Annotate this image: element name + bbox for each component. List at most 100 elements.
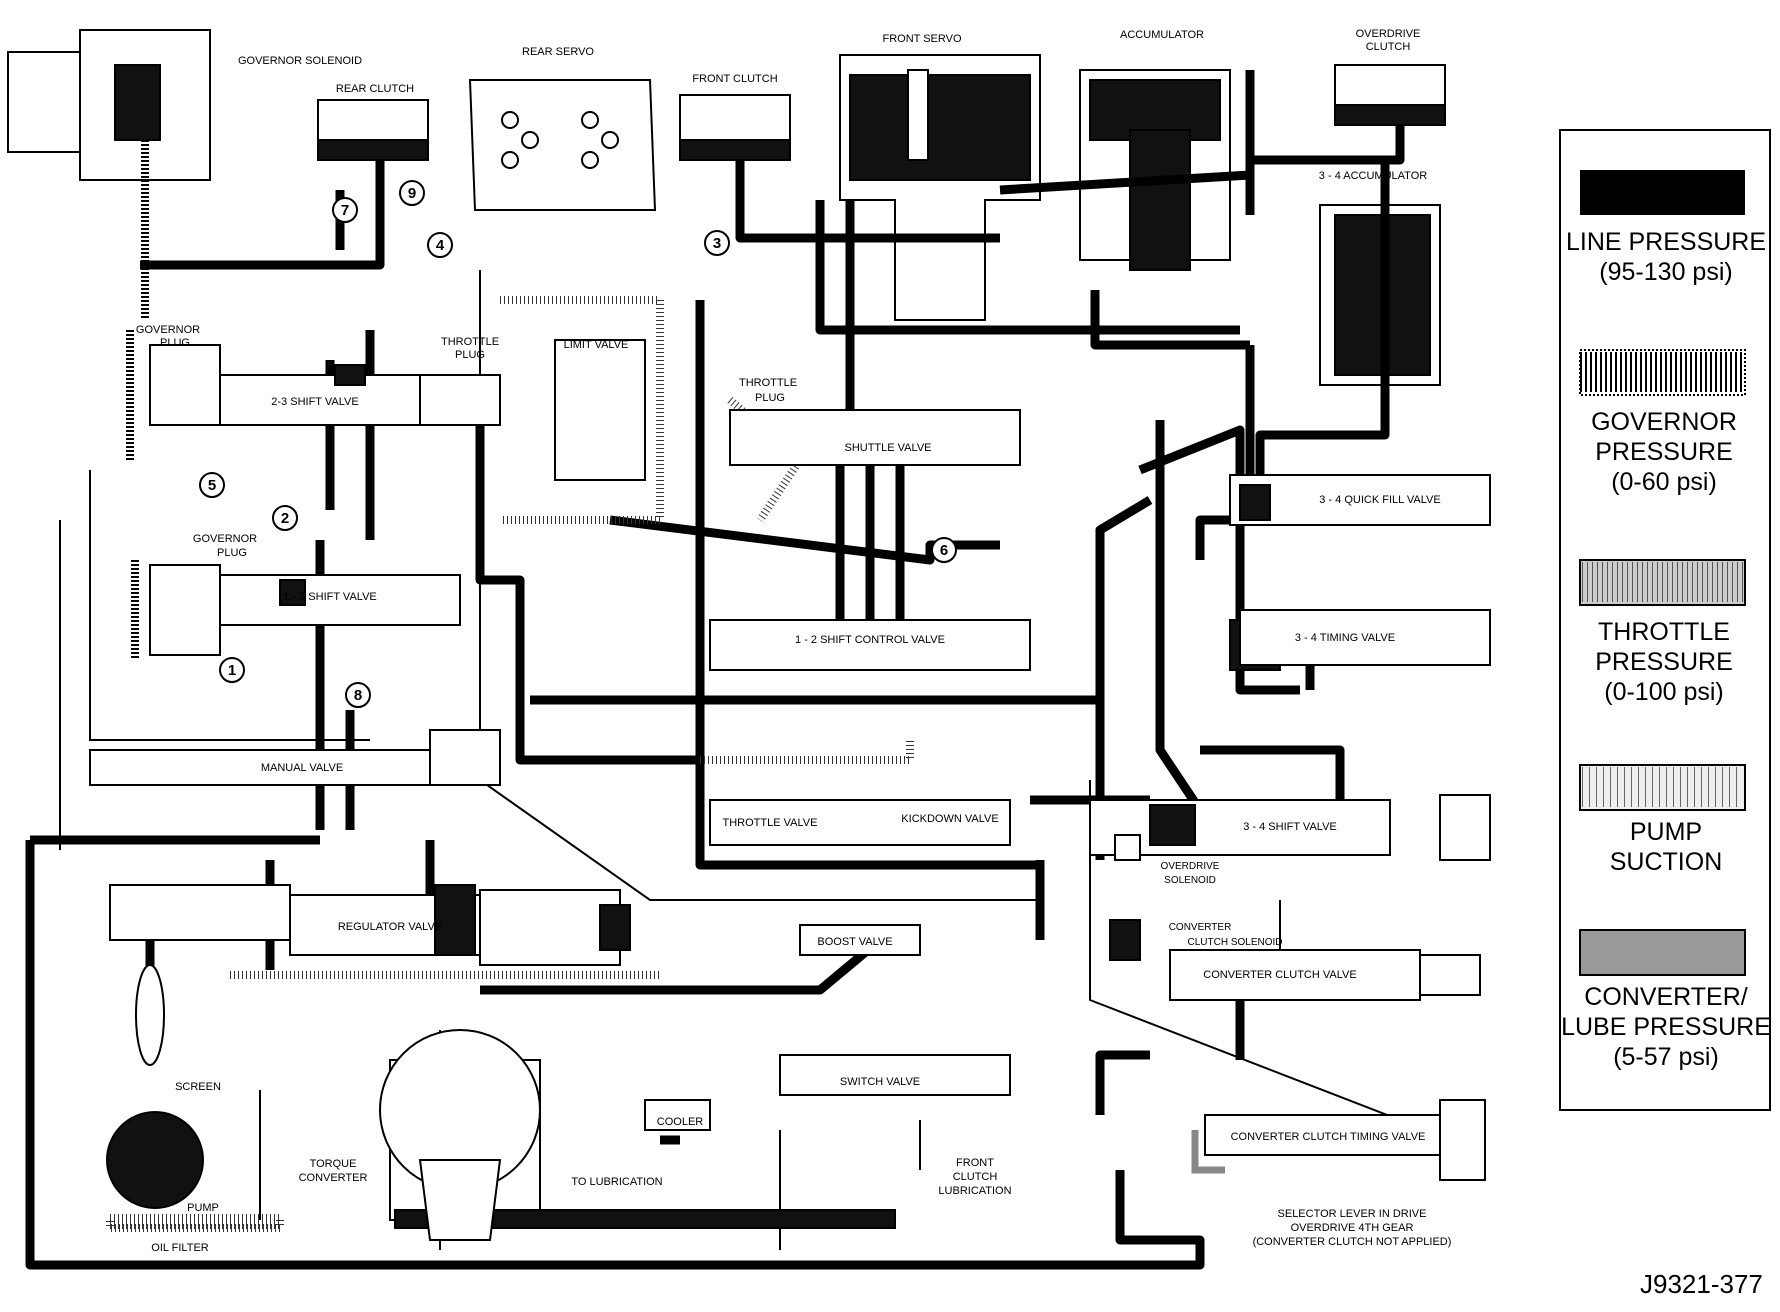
label-shift-control-valve-12: 1 - 2 SHIFT CONTROL VALVE: [795, 634, 945, 646]
svg-text:7: 7: [341, 202, 349, 219]
svg-text:2: 2: [281, 510, 289, 527]
circuit-number-4: 4: [427, 232, 453, 258]
label-governor-plug-upper-2: PLUG: [160, 337, 190, 349]
label-converter-clutch-timing-valve: CONVERTER CLUTCH TIMING VALVE: [1231, 1131, 1426, 1143]
valve-bodies: [89, 339, 1491, 1181]
label-cooler: COOLER: [657, 1116, 704, 1128]
legend-converter-lube-2: LUBE PRESSURE: [1561, 1013, 1771, 1041]
label-timing-valve-34: 3 - 4 TIMING VALVE: [1295, 632, 1395, 644]
legend-governor-pressure-1: GOVERNOR: [1591, 408, 1737, 436]
circuit-number-2: 2: [272, 505, 298, 531]
circuit-number-9: 9: [399, 180, 425, 206]
overdrive-clutch: [1334, 64, 1446, 126]
front-clutch: [679, 94, 791, 161]
label-front-clutch: FRONT CLUTCH: [692, 73, 777, 85]
label-overdrive-clutch-1: OVERDRIVE: [1356, 28, 1421, 40]
label-governor-plug-upper-1: GOVERNOR: [136, 324, 200, 336]
label-governor-plug-lower-1: GOVERNOR: [193, 533, 257, 545]
label-throttle-plug-upper-2: PLUG: [455, 349, 485, 361]
label-kickdown-valve: KICKDOWN VALVE: [901, 813, 998, 825]
label-shift-valve-12: 1 - 2 SHIFT VALVE: [283, 591, 377, 603]
label-overdrive-solenoid-2: SOLENOID: [1164, 875, 1216, 886]
label-front-clutch-lubrication-3: LUBRICATION: [938, 1185, 1011, 1197]
legend-throttle-pressure-3: (0-100 psi): [1604, 678, 1724, 706]
legend-pump-suction-1: PUMP: [1630, 818, 1702, 846]
legend: LINE PRESSURE (95-130 psi) GOVERNOR PRES…: [1559, 129, 1771, 1111]
label-regulator-valve: REGULATOR VALVE: [338, 921, 442, 933]
caption-line-1: SELECTOR LEVER IN DRIVE: [1278, 1208, 1427, 1220]
label-shift-valve-34: 3 - 4 SHIFT VALVE: [1243, 821, 1337, 833]
label-throttle-valve: THROTTLE VALVE: [723, 817, 818, 829]
label-switch-valve: SWITCH VALVE: [840, 1076, 920, 1088]
legend-swatch-converter-lube: [1579, 929, 1746, 976]
caption-line-3: (CONVERTER CLUTCH NOT APPLIED): [1253, 1236, 1452, 1248]
legend-pump-suction-2: SUCTION: [1610, 848, 1723, 876]
label-accumulator-34: 3 - 4 ACCUMULATOR: [1319, 170, 1427, 182]
rear-clutch: [317, 99, 429, 161]
caption-line-2: OVERDRIVE 4TH GEAR: [1291, 1222, 1414, 1234]
label-rear-servo: REAR SERVO: [522, 46, 594, 58]
circuit-number-1: 1: [219, 657, 245, 683]
pump-assembly: [106, 964, 284, 1232]
label-overdrive-solenoid-1: OVERDRIVE: [1161, 861, 1220, 872]
accumulator: [1079, 69, 1231, 271]
label-shift-valve-23: 2-3 SHIFT VALVE: [271, 396, 358, 408]
circuit-number-6: 6: [931, 537, 957, 563]
svg-text:3: 3: [713, 235, 721, 252]
figure-id: J9321-377: [1640, 1269, 1763, 1299]
legend-line-pressure-1: LINE PRESSURE: [1566, 228, 1766, 256]
label-pump: PUMP: [187, 1202, 219, 1214]
label-torque-converter-2: CONVERTER: [299, 1172, 368, 1184]
label-throttle-plug-mid-1: THROTTLE: [739, 377, 797, 389]
label-overdrive-clutch-2: CLUTCH: [1366, 41, 1411, 53]
label-boost-valve: BOOST VALVE: [817, 936, 892, 948]
circuit-number-8: 8: [345, 682, 371, 708]
legend-governor-pressure-2: PRESSURE: [1595, 438, 1733, 466]
label-rear-clutch: REAR CLUTCH: [336, 83, 414, 95]
legend-throttle-pressure-1: THROTTLE: [1598, 618, 1730, 646]
legend-converter-lube-3: (5-57 psi): [1613, 1043, 1719, 1071]
label-torque-converter-1: TORQUE: [310, 1158, 357, 1170]
circuit-number-5: 5: [199, 472, 225, 498]
legend-line-pressure-2: (95-130 psi): [1599, 258, 1732, 286]
component-labels: GOVERNOR SOLENOID REAR SERVO REAR CLUTCH…: [136, 28, 1441, 1254]
label-governor-solenoid: GOVERNOR SOLENOID: [238, 55, 362, 67]
diagram-caption: SELECTOR LEVER IN DRIVE OVERDRIVE 4TH GE…: [1253, 1208, 1452, 1248]
circuit-number-7: 7: [332, 197, 358, 223]
label-screen: SCREEN: [175, 1081, 221, 1093]
svg-text:5: 5: [208, 477, 216, 494]
circuit-number-3: 3: [704, 230, 730, 256]
legend-governor-pressure-3: (0-60 psi): [1611, 468, 1717, 496]
label-throttle-plug-mid-2: PLUG: [755, 392, 785, 404]
label-governor-plug-lower-2: PLUG: [217, 547, 247, 559]
circuit-numbers: 1 2 3 4 5 6 7 8 9: [199, 180, 957, 708]
legend-converter-lube-1: CONVERTER/: [1584, 983, 1748, 1011]
label-converter-clutch-solenoid-2: CLUTCH SOLENOID: [1187, 937, 1282, 948]
label-accumulator: ACCUMULATOR: [1120, 29, 1204, 41]
label-converter-clutch-solenoid-1: CONVERTER: [1169, 922, 1232, 933]
label-front-clutch-lubrication-1: FRONT: [956, 1157, 994, 1169]
label-front-servo: FRONT SERVO: [882, 33, 961, 45]
governor-assembly: [7, 29, 211, 320]
label-quick-fill-valve: 3 - 4 QUICK FILL VALVE: [1319, 494, 1440, 506]
lube-pressure-circuits: [1191, 1130, 1225, 1174]
svg-text:1: 1: [228, 662, 236, 679]
svg-text:9: 9: [408, 185, 416, 202]
svg-text:6: 6: [940, 542, 948, 559]
label-shuttle-valve: SHUTTLE VALVE: [844, 442, 931, 454]
label-converter-clutch-valve: CONVERTER CLUTCH VALVE: [1203, 969, 1356, 981]
label-manual-valve: MANUAL VALVE: [261, 762, 343, 774]
rear-servo: [468, 79, 657, 211]
label-to-lubrication: TO LUBRICATION: [571, 1176, 662, 1188]
governor-pressure-circuits: [126, 330, 139, 660]
accumulator-34: [1319, 204, 1441, 386]
label-oil-filter: OIL FILTER: [151, 1242, 209, 1254]
torque-converter-assembly: [379, 1029, 896, 1241]
legend-swatch-pump-suction: [1579, 764, 1746, 811]
legend-throttle-pressure-2: PRESSURE: [1595, 648, 1733, 676]
line-pressure-circuits: [25, 70, 1405, 1270]
front-servo: [839, 54, 1041, 321]
label-throttle-plug-upper-1: THROTTLE: [441, 336, 499, 348]
legend-swatch-line-pressure: [1580, 170, 1745, 215]
